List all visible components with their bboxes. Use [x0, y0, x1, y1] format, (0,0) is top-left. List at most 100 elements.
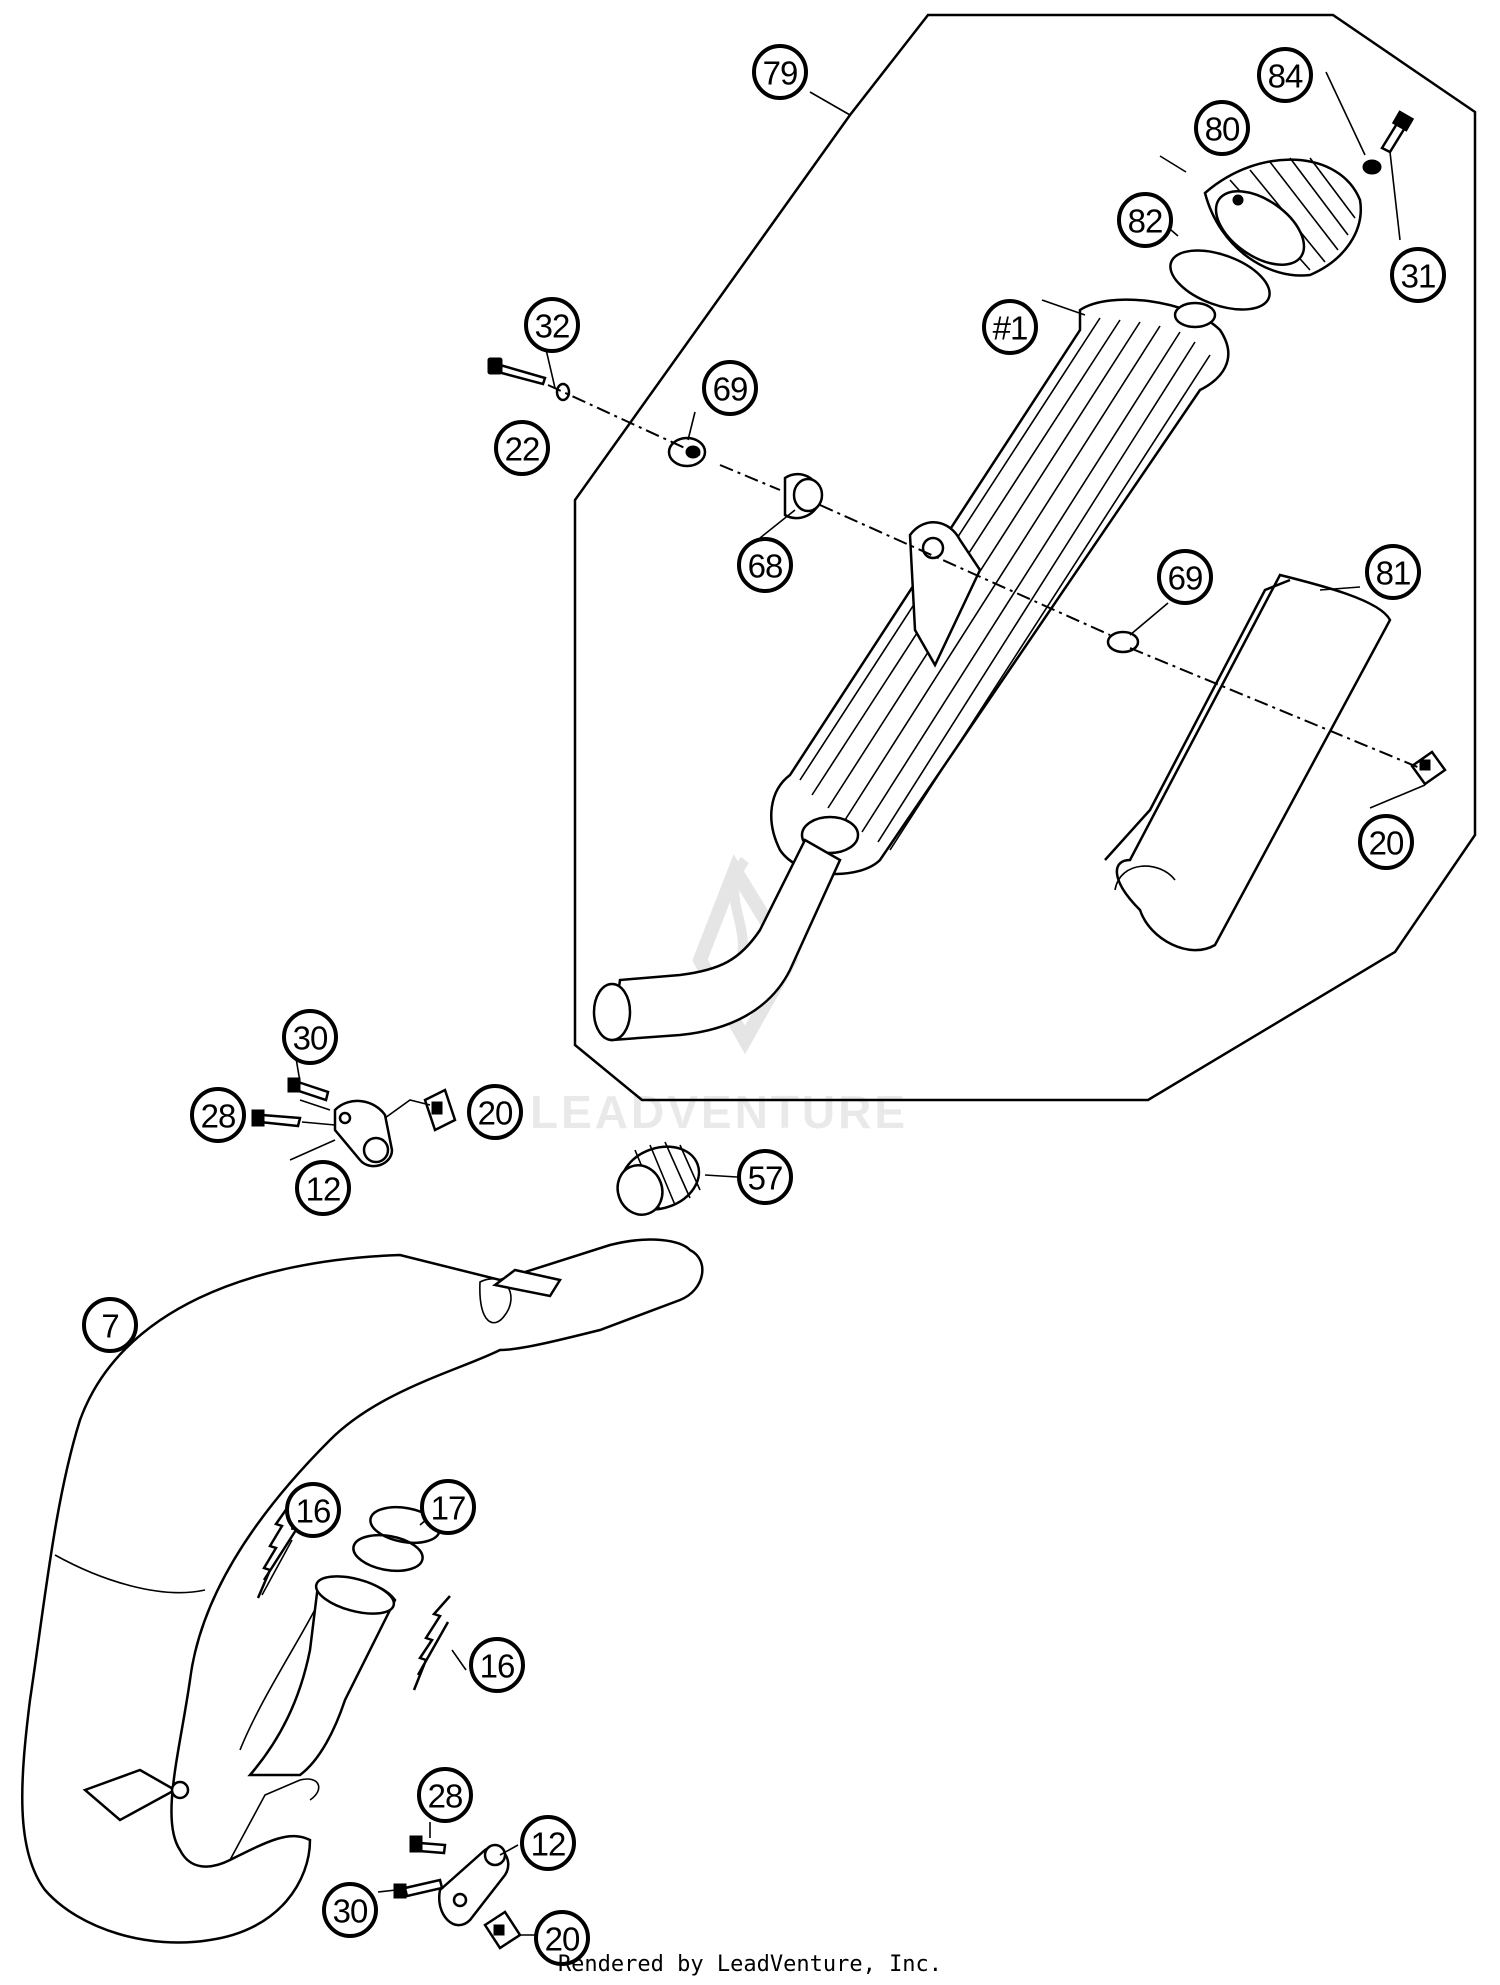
- callout-circle: [469, 1637, 525, 1693]
- callout-label: 32: [535, 308, 570, 345]
- callout-circle: [737, 1149, 793, 1205]
- callouts: 79 84 80 82 31 32 #1 69 22 68 69 81 20 30 28 20 12 57 7 16 1…: [82, 44, 1446, 1966]
- callout-label: 12: [531, 1826, 566, 1863]
- callout-57: 57: [737, 1149, 793, 1205]
- leader-lines: [289, 91, 1426, 1936]
- bracket-12-bottom: [437, 1843, 510, 1927]
- callout-30-bottom: 30: [322, 1882, 378, 1938]
- callout-circle: [702, 360, 758, 416]
- watermark-text: LEADVENTURE: [530, 1086, 908, 1138]
- callout-circle: [737, 537, 793, 593]
- callout-label: 79: [763, 55, 798, 92]
- bolt-28-top: [251, 1109, 302, 1128]
- callout-circle: [494, 420, 550, 476]
- callout-81: 81: [1365, 544, 1421, 600]
- callout-label: 80: [1205, 111, 1240, 148]
- callout-16-left: 16: [285, 1482, 341, 1538]
- callout-circle: [420, 1479, 476, 1535]
- callout-circle: [190, 1087, 246, 1143]
- expansion-chamber: [21, 1238, 704, 1944]
- heat-shield: [1104, 573, 1392, 952]
- callout-22: 22: [494, 420, 550, 476]
- callout-circle: [295, 1160, 351, 1216]
- callout-12-top: 12: [295, 1160, 351, 1216]
- grommet-68: [783, 472, 824, 520]
- clip-nut-20-right: [1410, 750, 1447, 786]
- callout-circle: [1390, 247, 1446, 303]
- callout-circle: [1117, 192, 1173, 248]
- callout-82: 82: [1117, 192, 1173, 248]
- end-cap: [1203, 157, 1362, 277]
- callout-circle: [82, 1297, 138, 1353]
- center-axis-line: [547, 384, 1421, 769]
- clamp-spring-57: [616, 1141, 701, 1216]
- callout-79: 79: [752, 44, 808, 100]
- callout-label: 17: [431, 1490, 466, 1527]
- callout-label: 69: [713, 371, 748, 408]
- callout-label: 20: [1369, 825, 1404, 862]
- callout-label: 68: [748, 548, 783, 585]
- callout-circle: [1157, 549, 1213, 605]
- gasket-ring: [1169, 249, 1271, 311]
- outlet-pipe: [592, 838, 842, 1042]
- callout-16-right: 16: [469, 1637, 525, 1693]
- callout-label: 82: [1128, 203, 1163, 240]
- callout-circle: [1358, 814, 1414, 870]
- callout-label: 16: [296, 1493, 331, 1530]
- callout-label: 20: [545, 1921, 580, 1958]
- callout-31: 31: [1390, 247, 1446, 303]
- callout-84: 84: [1257, 47, 1313, 103]
- callout-68: 68: [737, 537, 793, 593]
- callout-12-bottom: 12: [520, 1815, 576, 1871]
- callout-label: 28: [428, 1778, 463, 1815]
- callout-circle: [524, 297, 580, 353]
- spring-16-left: [256, 1503, 298, 1599]
- callout-label: 16: [480, 1648, 515, 1685]
- callout-circle: [520, 1815, 576, 1871]
- bolt-28-bottom: [409, 1835, 447, 1855]
- callout-20-mid: 20: [467, 1084, 523, 1140]
- callout-label: 7: [101, 1308, 118, 1345]
- bolt-30-bottom: [393, 1878, 444, 1899]
- callout-80: 80: [1194, 100, 1250, 156]
- callout-7: 7: [82, 1297, 138, 1353]
- callout-1: #1: [982, 299, 1038, 355]
- washer-84: [1362, 159, 1382, 175]
- callout-circle: [1365, 544, 1421, 600]
- bracket-12-top: [333, 1099, 394, 1168]
- callout-circle: [1257, 47, 1313, 103]
- bolt-32: [487, 357, 547, 386]
- clip-nut-20-mid: [423, 1088, 457, 1132]
- callout-label: 81: [1376, 555, 1411, 592]
- callout-label: 28: [201, 1098, 236, 1135]
- spring-16-right: [412, 1595, 451, 1691]
- callout-30-top: 30: [282, 1009, 338, 1065]
- callout-circle: [285, 1482, 341, 1538]
- silencer-assembly-outline: [573, 13, 1477, 1102]
- footer-credit: Rendered by LeadVenture, Inc.: [557, 1952, 943, 1977]
- callout-circle: [982, 299, 1038, 355]
- callout-28-bottom: 28: [417, 1767, 473, 1823]
- screw-31: [1380, 110, 1415, 154]
- callout-circle: [534, 1910, 590, 1966]
- callout-label: 30: [333, 1893, 368, 1930]
- callout-label: 22: [505, 431, 540, 468]
- callout-label: 84: [1268, 58, 1303, 95]
- callout-label: 20: [478, 1095, 513, 1132]
- callout-label: #1: [993, 310, 1028, 347]
- callout-label: 30: [293, 1020, 328, 1057]
- callout-label: 69: [1168, 560, 1203, 597]
- callout-17: 17: [420, 1479, 476, 1535]
- callout-circle: [467, 1084, 523, 1140]
- muffler-body: [770, 298, 1230, 876]
- callout-label: 57: [748, 1160, 783, 1197]
- callout-label: 31: [1401, 258, 1436, 295]
- callout-28-top: 28: [190, 1087, 246, 1143]
- callout-label: 12: [306, 1171, 341, 1208]
- callout-20-bottom: 20: [534, 1910, 590, 1966]
- clip-nut-20-bottom: [483, 1910, 522, 1950]
- bolt-30-top: [287, 1077, 330, 1102]
- callout-69-top: 69: [702, 360, 758, 416]
- callout-20-right: 20: [1358, 814, 1414, 870]
